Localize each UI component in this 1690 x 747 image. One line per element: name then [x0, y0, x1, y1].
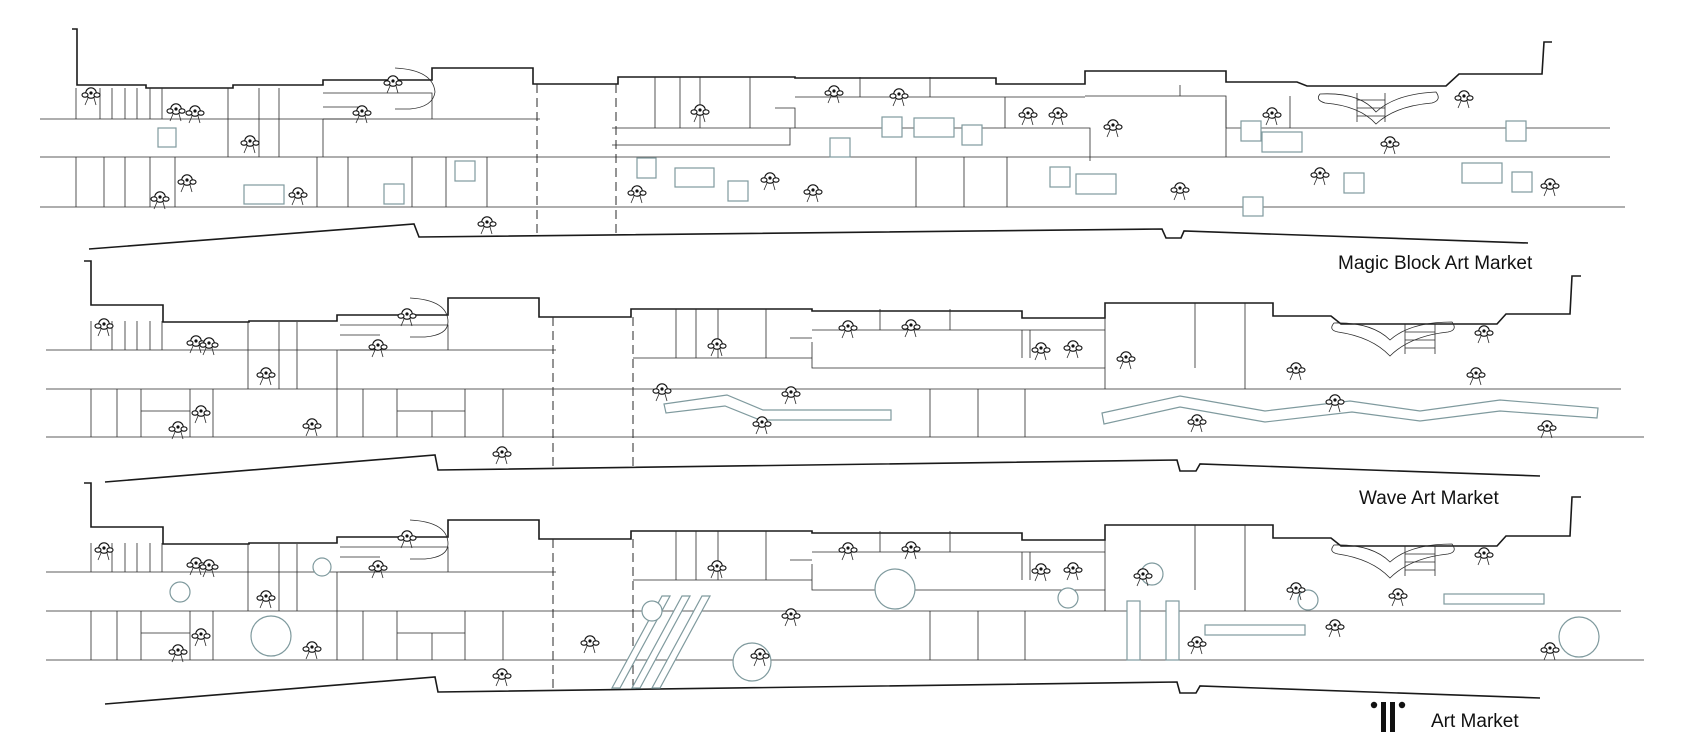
legend-art-market-label: Art Market — [1431, 711, 1519, 732]
art-market-logo-icon — [1370, 701, 1406, 732]
plan-panel-1 — [40, 28, 1625, 250]
wave-art-market-label: Wave Art Market — [1359, 488, 1499, 509]
plan-panel-2 — [46, 260, 1644, 483]
magic-block-art-market-label: Magic Block Art Market — [1338, 253, 1533, 274]
plan-panel-3 — [46, 482, 1644, 705]
